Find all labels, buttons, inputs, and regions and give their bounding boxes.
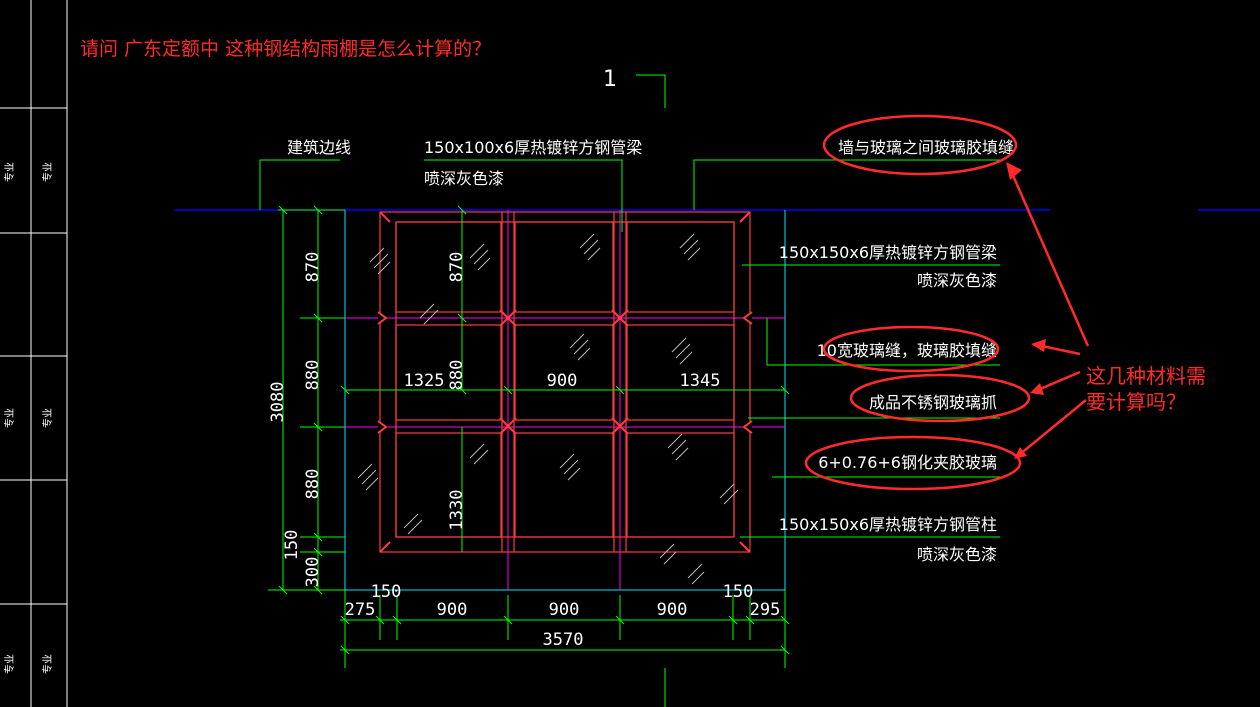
dim-row-1325: 1325 [404, 371, 445, 391]
glass-clips [377, 211, 753, 553]
dim-left-300: 300 [303, 557, 323, 588]
horizontal-dimensions [340, 385, 790, 668]
section-mark: 1 [603, 67, 617, 92]
side-title-block [0, 0, 68, 707]
dim-bottom-150b: 150 [723, 582, 754, 602]
leader-lines [259, 159, 1000, 538]
vertical-dimensions [268, 205, 467, 595]
dim-bottom-150a: 150 [371, 582, 402, 602]
side-label: 专业 [3, 654, 16, 674]
annotation-text-1: 这几种材料需 [1086, 364, 1206, 388]
dim-bottom-275: 275 [345, 600, 376, 620]
dim-bottom-total: 3570 [543, 630, 584, 650]
label-glass-gap: 10宽玻璃缝，玻璃胶填缝 [817, 341, 997, 360]
dim-bottom-900a: 900 [437, 600, 468, 620]
side-label: 专业 [41, 162, 54, 182]
steel-frame [379, 211, 751, 553]
dim-left-total: 3080 [268, 382, 288, 423]
annotation-marks [804, 114, 1090, 491]
dim-inner-1330: 1330 [447, 490, 467, 531]
section-mark-line [636, 74, 666, 108]
question-title: 请问 广东定额中 这种钢结构雨棚是怎么计算的？ [80, 38, 491, 60]
label-glass-clip: 成品不锈钢玻璃抓 [869, 393, 997, 412]
annotation-arrowheads [1006, 162, 1046, 459]
side-label: 专业 [3, 162, 16, 182]
dim-bottom-900b: 900 [549, 600, 580, 620]
dim-left-880b: 880 [303, 469, 323, 500]
label-column-1: 150x150x6厚热镀锌方钢管柱 [779, 515, 997, 534]
side-label: 专业 [3, 408, 16, 428]
callout-labels: 建筑边线 150x100x6厚热镀锌方钢管梁 喷深灰色漆 墙与玻璃之间玻璃胶填缝… [287, 138, 1014, 564]
side-labels: 专业 专业 专业 专业 专业 专业 [3, 162, 54, 674]
dim-bottom-295: 295 [750, 600, 781, 620]
glass-hatch [357, 233, 739, 585]
side-label: 专业 [41, 654, 54, 674]
dimension-labels: 870 880 880 150 300 3080 870 880 1330 13… [268, 252, 780, 650]
side-label: 专业 [41, 408, 54, 428]
label-glass: 6+0.76+6钢化夹胶玻璃 [818, 453, 997, 472]
dim-left-880a: 880 [303, 360, 323, 391]
label-column-2: 喷深灰色漆 [917, 545, 997, 564]
dim-inner-880: 880 [447, 360, 467, 391]
dim-inner-870: 870 [447, 252, 467, 283]
label-beam-right-2: 喷深灰色漆 [917, 271, 997, 290]
label-beam-top-2: 喷深灰色漆 [424, 169, 504, 188]
grid-lines [345, 210, 785, 590]
canopy-outline [344, 210, 786, 591]
dim-left-150: 150 [282, 530, 302, 561]
label-building-edge: 建筑边线 [287, 138, 351, 157]
label-wall-seal: 墙与玻璃之间玻璃胶填缝 [838, 138, 1014, 157]
dim-bottom-900c: 900 [657, 600, 688, 620]
dim-row-1345: 1345 [680, 371, 721, 391]
dim-left-870: 870 [303, 252, 323, 283]
dim-row-900: 900 [547, 371, 578, 391]
label-beam-right-1: 150x150x6厚热镀锌方钢管梁 [779, 243, 997, 262]
label-beam-top-1: 150x100x6厚热镀锌方钢管梁 [424, 138, 642, 157]
annotation-text-2: 要计算吗？ [1086, 390, 1186, 414]
